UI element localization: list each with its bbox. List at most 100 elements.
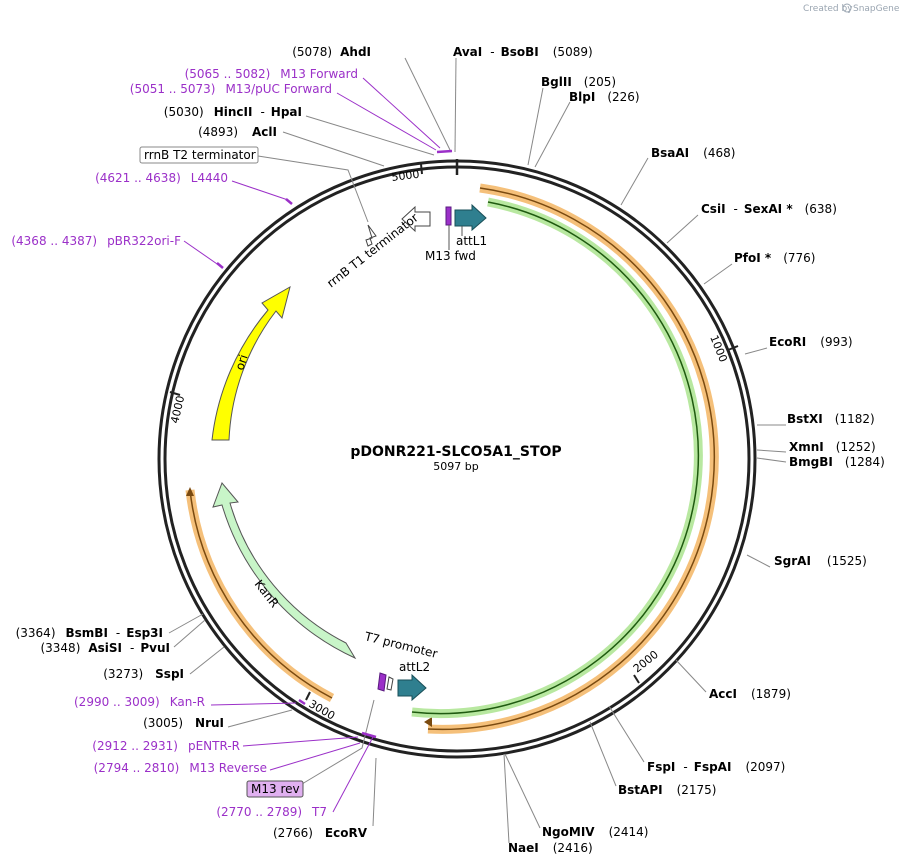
- orf-outer-arrowhead: [424, 717, 432, 727]
- enzyme-sspi: (3273)SspI: [103, 667, 184, 681]
- enzyme-bmgbi: BmgBI(1284): [789, 455, 885, 469]
- primer-pentr: (2912 .. 2931)pENTR-R: [92, 739, 240, 753]
- enzyme-leaders: [168, 57, 787, 844]
- leader-kanr: [210, 702, 297, 706]
- m13-rev-box: [246, 780, 304, 798]
- attl1-label: attL1: [456, 234, 487, 248]
- leader-acli: [282, 131, 385, 167]
- ori-label: ori: [233, 353, 251, 372]
- enzyme-bsaai: BsaAI(468): [651, 146, 735, 160]
- leader-pbr322: [183, 240, 221, 267]
- enzyme-fspi: FspI-FspAI(2097): [647, 760, 785, 774]
- enzyme-pfoi: PfoI *(776): [734, 251, 815, 265]
- leader-ecori: [744, 347, 768, 355]
- orf-inner-arc-line: [411, 201, 700, 715]
- leader-sspi: [189, 646, 225, 675]
- tick-4000: 4000: [168, 394, 187, 424]
- orf-outer-arc-line: [427, 187, 716, 731]
- primer-tick-l4440: [285, 198, 293, 205]
- primer-m13rev: (2794 .. 2810)M13 Reverse: [94, 761, 267, 775]
- leader-naei: [503, 753, 510, 844]
- enzyme-asisi: (3348)AsiSI-PvuI: [40, 641, 170, 655]
- snapgene-logo-icon: [842, 3, 852, 13]
- leader-blpi: [534, 101, 571, 168]
- leader-m13puc: [336, 92, 437, 151]
- enzyme-acci: AccI(1879): [709, 687, 791, 701]
- leader-bsmbi: [168, 613, 204, 634]
- enzyme-acli: (4893)AclI: [198, 125, 277, 139]
- attl1-arrow: [454, 203, 487, 232]
- tick-1000: 1000: [707, 333, 730, 364]
- leader-acci: [675, 659, 707, 693]
- enzyme-blpi: BlpI(226): [569, 90, 640, 104]
- plasmid-size: 5097 bp: [433, 460, 478, 473]
- tick-3000-mark: [305, 691, 311, 701]
- primer-leaders: [183, 77, 441, 813]
- leader-bglii: [527, 87, 544, 166]
- m13-fwd-label: M13 fwd: [425, 249, 476, 263]
- leader-fspi: [608, 705, 645, 763]
- ori-arrow: [211, 285, 291, 441]
- primer-l4440: (4621 .. 4638)L4440: [95, 171, 228, 185]
- leader-ahdi: [404, 57, 452, 153]
- left-orf-arrowhead: [186, 487, 194, 496]
- enzyme-avai: AvaI-BsoBI(5089): [453, 45, 593, 59]
- leader-pfoi: [703, 263, 733, 285]
- primer-kanr: (2990 .. 3009)Kan-R: [74, 695, 205, 709]
- leader-m13fwd: [362, 77, 441, 149]
- enzyme-ecori: EcoRI(993): [769, 335, 853, 349]
- enzyme-naei: NaeI(2416): [508, 841, 593, 855]
- primer-m13fwd: (5065 .. 5082)M13 Forward: [185, 67, 358, 81]
- leader-csii: [666, 214, 699, 244]
- leader-xmni: [756, 449, 787, 453]
- m13-rev-leader: [301, 699, 375, 785]
- rrnb-t1-label: rrnB T1 terminator: [324, 211, 421, 291]
- leader-sgrai: [746, 554, 771, 568]
- t7-marker: [377, 672, 387, 692]
- enzyme-bstapi: BstAPI(2175): [618, 783, 716, 797]
- attl2-arrow: [397, 673, 427, 702]
- attl2-label: attL2: [399, 660, 430, 674]
- primer-m13puc: (5051 .. 5073)M13/pUC Forward: [130, 82, 332, 96]
- credit-brand: SnapGene: [853, 4, 900, 14]
- leader-bstapi: [589, 721, 617, 787]
- enzyme-bglii: BglII(205): [541, 75, 616, 89]
- leader-avai: [454, 57, 457, 153]
- enzyme-bsmbi: (3364)BsmBI-Esp3I: [16, 626, 163, 640]
- plasmid-name: pDONR221-SLCO5A1_STOP: [350, 444, 561, 460]
- leader-l4440: [231, 180, 289, 201]
- m13-rev-label: M13 rev: [251, 782, 300, 796]
- tick-4000-mark: [169, 391, 181, 396]
- leader-nrui: [227, 709, 293, 728]
- t7-promoter-label: T7 promoter: [362, 629, 439, 661]
- rrnb-t2-label: rrnB T2 terminator: [144, 148, 256, 162]
- leader-hincii: [305, 115, 435, 156]
- primer-t7: (2770 .. 2789)T7: [216, 805, 327, 819]
- primer-pbr322: (4368 .. 4387)pBR322ori-F: [11, 234, 181, 248]
- tick-1000-mark: [727, 345, 739, 351]
- enzyme-bstxi: BstXI(1182): [787, 412, 875, 426]
- rrnb-t2-leader: [257, 155, 369, 223]
- enzyme-sgrai: SgrAI(1525): [774, 554, 867, 568]
- tick-5000: 5000: [391, 168, 420, 184]
- primer-ticks: [216, 149, 453, 739]
- enzyme-hincii: (5030)HincII-HpaI: [164, 105, 302, 119]
- rrnb-t1-arrow: [401, 205, 431, 233]
- primer-tick-pbr322: [216, 262, 224, 269]
- credit-prefix: Created by: [803, 4, 853, 14]
- primer-tick-t7: [361, 731, 377, 739]
- leader-m13rev: [269, 742, 361, 771]
- primer-tick-m13: [436, 149, 453, 154]
- enzyme-ahdi: (5078)AhdI: [292, 45, 371, 59]
- kanr-arrow: [212, 482, 357, 660]
- leader-pentr: [242, 736, 359, 747]
- leader-ecorv: [372, 757, 377, 827]
- enzyme-csii: CsiI-SexAI *(638): [701, 202, 837, 216]
- t7-promoter-arrow: [386, 676, 394, 691]
- rrnb-t2-arrow: [365, 224, 377, 247]
- tick-5000-mark: [420, 163, 423, 175]
- enzyme-xmni: XmnI(1252): [789, 440, 876, 454]
- leader-t7: [332, 736, 374, 813]
- enzyme-ecorv: (2766)EcoRV: [273, 826, 368, 840]
